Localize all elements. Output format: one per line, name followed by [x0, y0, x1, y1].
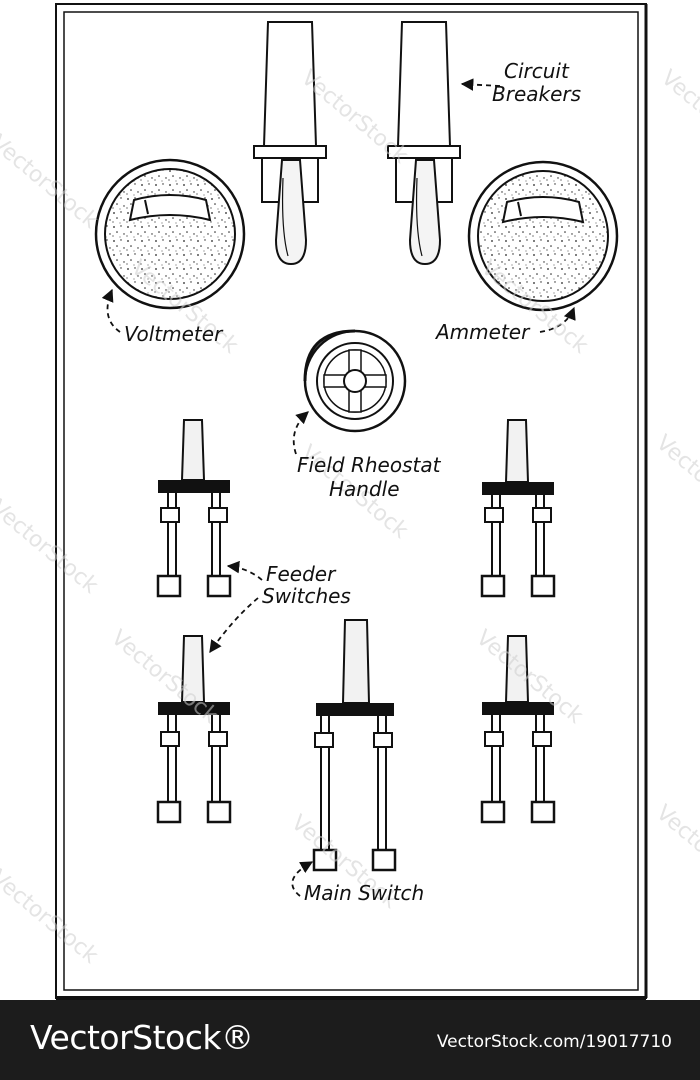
main-switch-leader-arrow [291, 861, 314, 897]
footer-bar: VectorStock® VectorStock.com/19017710 [0, 1000, 700, 1080]
circuit-breaker-right [387, 21, 461, 266]
voltmeter [94, 158, 246, 310]
watermark-2: VectorStock [656, 65, 700, 169]
label-circuit-breakers-line1: Circuit [504, 59, 570, 83]
feeder-switch-bottom-left [156, 635, 232, 824]
watermark-8: VectorStock [0, 495, 103, 599]
label-circuit-breakers-line2: Breakers [492, 82, 581, 106]
field-rheostat-handle [303, 329, 407, 433]
feeder-switch-top-right [480, 419, 556, 598]
panel-frame [55, 3, 648, 1000]
feeder-switches-leader-arrow-lower [209, 597, 259, 654]
watermark-7: VectorStock [651, 430, 700, 534]
watermark-12: VectorStock [651, 800, 700, 904]
main-switch [312, 619, 397, 872]
label-field-rheostat-line1: Field Rheostat [297, 453, 442, 477]
label-ammeter: Ammeter [434, 320, 531, 344]
label-feeder-switches-line1: Feeder [266, 562, 337, 586]
circuit-breaker-left [253, 21, 327, 266]
ammeter [467, 160, 619, 312]
watermark-13: VectorStock [0, 865, 103, 969]
label-main-switch: Main Switch [304, 881, 424, 905]
field-rheostat-leader-arrow [292, 411, 309, 455]
label-feeder-switches-line2: Switches [262, 584, 351, 608]
feeder-switch-top-left [156, 419, 232, 598]
watermark-3: VectorStock [0, 130, 103, 234]
vectorstock-logo: VectorStock® [30, 1018, 254, 1057]
ammeter-leader-arrow [539, 306, 576, 333]
switchboard-diagram: VectorStock VectorStock VectorStock Vect… [0, 3, 700, 1000]
circuit-breakers-leader-arrow [460, 78, 501, 91]
voltmeter-leader-arrow [101, 288, 121, 333]
feeder-switch-bottom-right [480, 635, 556, 824]
label-field-rheostat-line2: Handle [329, 477, 400, 501]
feeder-switches-leader-arrow-upper [226, 560, 263, 581]
label-voltmeter: Voltmeter [124, 322, 224, 346]
image-credit: VectorStock.com/19017710 [436, 1032, 672, 1052]
